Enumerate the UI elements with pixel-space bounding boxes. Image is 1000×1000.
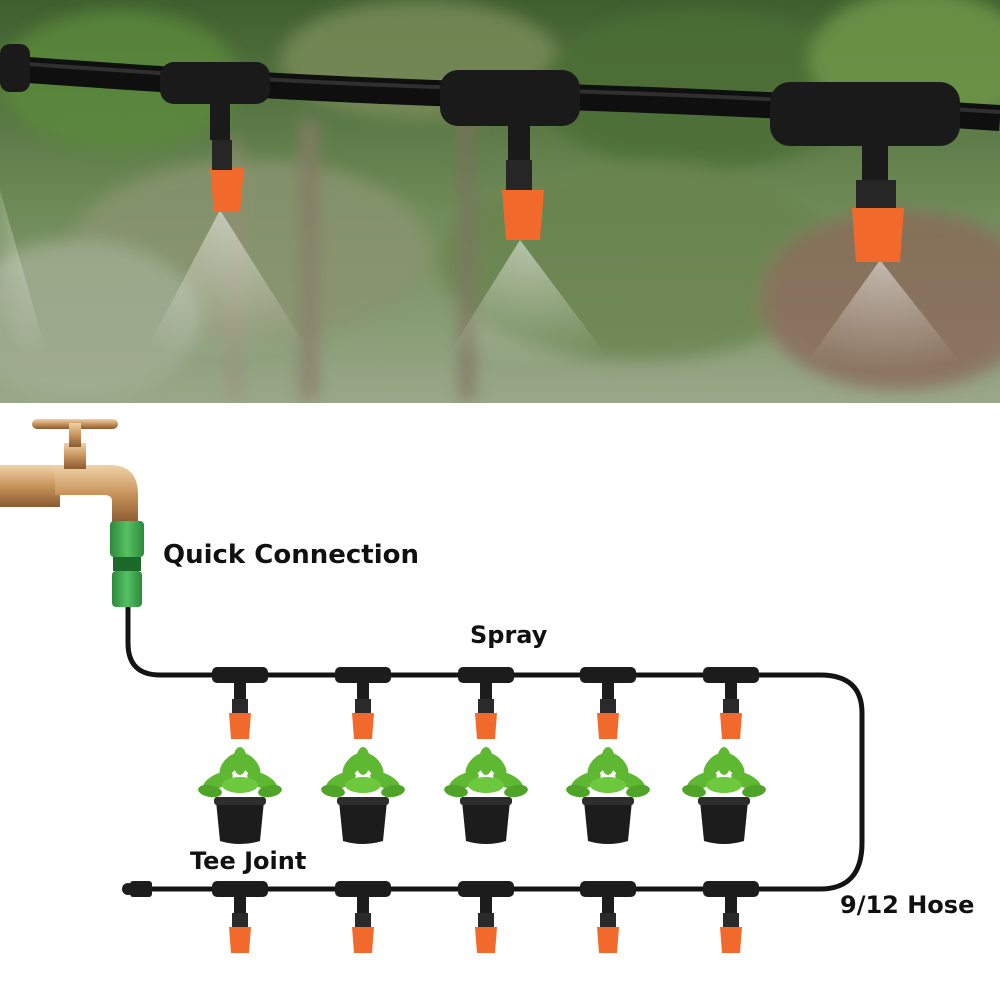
faucet-icon <box>0 419 138 523</box>
tee-joint-icon <box>335 881 391 953</box>
tee-joint-icon <box>703 667 759 739</box>
tee-joint-icon <box>212 881 268 953</box>
system-diagram: Quick Connection Spray Tee Joint 9/12 Ho… <box>0 419 974 953</box>
tee-joint-label: Tee Joint <box>190 847 306 875</box>
quick-connection-label: Quick Connection <box>163 540 419 570</box>
tee-joint-icon <box>580 881 636 953</box>
potted-plant-icon <box>681 747 767 844</box>
tee-joint-icon <box>335 667 391 739</box>
potted-plant-icon <box>565 747 651 844</box>
potted-plant-icon <box>197 747 283 844</box>
quick-connector-icon <box>110 521 144 607</box>
tee-joint-icon <box>580 667 636 739</box>
end-plug-icon <box>122 881 152 897</box>
photo-tee-joint <box>770 82 960 262</box>
tee-joint-icon <box>458 667 514 739</box>
potted-plant-icon <box>320 747 406 844</box>
tee-joint-icon <box>703 881 759 953</box>
potted-plant-icon <box>443 747 529 844</box>
photo-tee-joint <box>160 62 270 212</box>
mist-spray <box>0 190 990 400</box>
misting-photo <box>0 0 1000 403</box>
hose-label: 9/12 Hose <box>840 891 974 919</box>
tee-joint-icon <box>212 667 268 739</box>
tee-joint-icon <box>458 881 514 953</box>
photo-tee-joint <box>440 70 580 240</box>
hose-line <box>125 607 865 892</box>
spray-label: Spray <box>470 621 548 649</box>
